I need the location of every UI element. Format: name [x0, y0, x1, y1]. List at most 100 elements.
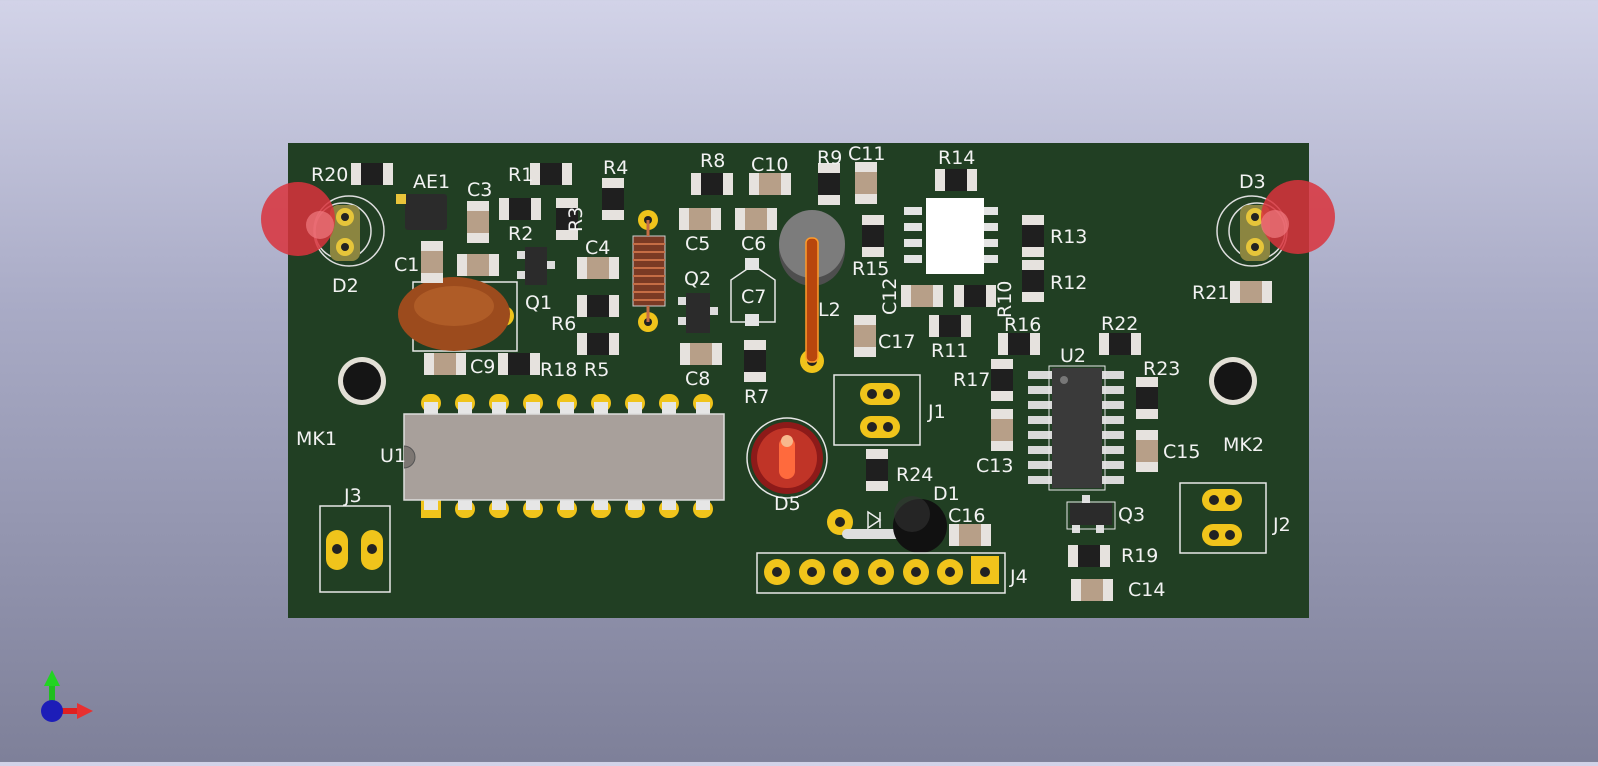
- smd-resistor: [866, 449, 888, 491]
- smd-capacitor: [1071, 579, 1113, 601]
- label-r20: R20: [311, 164, 348, 186]
- label-r5: R5: [584, 359, 609, 381]
- smd-resistor: [818, 163, 840, 205]
- label-r2: R2: [508, 223, 533, 245]
- label-r17: R17: [953, 369, 990, 391]
- label-q2: Q2: [684, 268, 711, 290]
- smd-capacitor: [421, 241, 443, 283]
- connector-j1: [833, 374, 921, 446]
- label-r10: R10: [994, 281, 1016, 318]
- transistor-q1: [517, 247, 555, 285]
- label-r22: R22: [1101, 313, 1138, 335]
- label-c14: C14: [1128, 579, 1165, 601]
- smd-resistor: [577, 333, 619, 355]
- smd-capacitor: [424, 353, 466, 375]
- label-c10: C10: [751, 154, 788, 176]
- label-c5: C5: [685, 233, 710, 255]
- crystal-oval: [398, 277, 518, 352]
- smd-resistor: [691, 173, 733, 195]
- ic-u1: [403, 394, 725, 518]
- label-r18: R18: [540, 359, 577, 381]
- label-r21: R21: [1192, 282, 1229, 304]
- transistor-q3: [1066, 495, 1116, 533]
- led-d2: [261, 182, 385, 267]
- smd-capacitor: [854, 315, 876, 357]
- connector-j2: [1179, 482, 1267, 554]
- label-r11: R11: [931, 340, 968, 362]
- smd-capacitor: [680, 343, 722, 365]
- label-r12: R12: [1050, 272, 1087, 294]
- connector-j3: [319, 505, 391, 593]
- label-j4: J4: [1009, 566, 1028, 588]
- smd-resistor: [862, 215, 884, 257]
- smd-capacitor: [901, 285, 943, 307]
- label-c17: C17: [878, 331, 915, 353]
- label-c11: C11: [848, 143, 885, 165]
- smd-capacitor: [749, 173, 791, 195]
- label-c8: C8: [685, 368, 710, 390]
- label-c3: C3: [467, 179, 492, 201]
- label-c12: C12: [879, 278, 901, 315]
- label-u1: U1: [380, 445, 406, 467]
- diode-d1: [827, 496, 947, 553]
- smd-resistor: [929, 315, 971, 337]
- label-d1: D1: [933, 483, 960, 505]
- connector-j4: [756, 552, 1006, 594]
- smd-capacitor: [457, 254, 499, 276]
- label-r6: R6: [551, 313, 576, 335]
- antenna-ae1: [396, 194, 447, 230]
- label-r3: R3: [565, 207, 587, 232]
- label-r8: R8: [700, 150, 725, 172]
- smd-capacitor: [1230, 281, 1272, 303]
- smd-passives: [351, 162, 1272, 601]
- led-d3: [1216, 180, 1335, 267]
- label-q1: Q1: [525, 292, 552, 314]
- label-u2: U2: [1060, 345, 1086, 367]
- label-c9: C9: [470, 356, 495, 378]
- label-r7: R7: [744, 386, 769, 408]
- smd-capacitor: [577, 257, 619, 279]
- smd-resistor: [351, 163, 393, 185]
- smd-resistor: [954, 285, 996, 307]
- label-c15: C15: [1163, 441, 1200, 463]
- mounting-hole-right: [1209, 357, 1257, 405]
- label-c16: C16: [948, 505, 985, 527]
- smd-resistor: [530, 163, 572, 185]
- label-r4: R4: [603, 157, 628, 179]
- label-l2: L2: [818, 299, 841, 321]
- label-r13: R13: [1050, 226, 1087, 248]
- label-c7: C7: [741, 286, 766, 308]
- ic-u2: [1028, 365, 1124, 491]
- smd-resistor: [498, 353, 540, 375]
- smd-resistor: [1022, 215, 1044, 257]
- led-d5: [746, 417, 828, 499]
- label-r24: R24: [896, 464, 933, 486]
- smd-capacitor: [991, 409, 1013, 451]
- label-c6: C6: [741, 233, 766, 255]
- smd-capacitor: [1136, 430, 1158, 472]
- smd-resistor: [744, 340, 766, 382]
- smd-resistor: [556, 198, 578, 240]
- label-mk2: MK2: [1223, 434, 1264, 456]
- label-c1: C1: [394, 254, 419, 276]
- label-r9: R9: [817, 147, 842, 169]
- inductor-l2: [779, 210, 845, 373]
- label-c13: C13: [976, 455, 1013, 477]
- smd-resistor: [1136, 377, 1158, 419]
- label-q3: Q3: [1118, 504, 1145, 526]
- smd-resistor: [935, 169, 977, 191]
- label-j2: J2: [1272, 514, 1291, 536]
- inductor-l1: [632, 210, 666, 332]
- label-r15: R15: [852, 258, 889, 280]
- label-r1: R1: [508, 164, 533, 186]
- axis-triad-icon[interactable]: [41, 670, 93, 722]
- smd-resistor: [499, 198, 541, 220]
- smd-resistor: [998, 333, 1040, 355]
- label-j1: J1: [927, 401, 946, 423]
- label-r14: R14: [938, 147, 975, 169]
- label-d5: D5: [774, 493, 801, 515]
- smd-resistor: [1068, 545, 1110, 567]
- label-c4: C4: [585, 237, 610, 259]
